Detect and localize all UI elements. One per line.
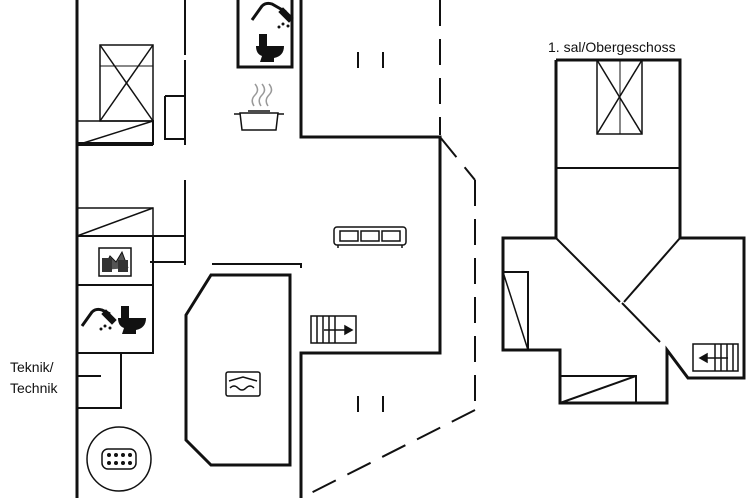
toilet-icon <box>118 306 146 334</box>
pool-room <box>184 273 292 467</box>
stairs-icon <box>310 315 357 344</box>
shower-icon <box>80 307 117 331</box>
bed-icon <box>76 207 154 237</box>
sofa-icon <box>333 226 407 248</box>
window-marks <box>357 52 384 412</box>
terrace-dashed-lines <box>300 0 476 498</box>
bed-icon <box>596 59 643 135</box>
upper-floor-walls <box>501 58 746 405</box>
hot-tub-icon <box>86 426 152 492</box>
ground-floor-interior-walls <box>77 0 302 409</box>
bed-icon <box>99 44 154 122</box>
washing-machine-icon <box>98 247 132 277</box>
pool-icon <box>225 371 261 397</box>
technical-room-label-line2: Technik <box>10 380 58 396</box>
technical-room-label-line1: Teknik/ <box>10 359 54 375</box>
stairs-icon <box>692 343 739 372</box>
upper-floor-interior-walls <box>503 167 681 404</box>
shower-icon <box>250 1 294 29</box>
bed-icon <box>76 120 154 146</box>
toilet-icon <box>256 34 284 62</box>
ground-floor-walls <box>75 0 442 498</box>
upper-floor-label: 1. sal/Obergeschoss <box>548 39 676 55</box>
kitchen-pot-icon <box>234 83 284 131</box>
bed-icon <box>502 271 529 351</box>
